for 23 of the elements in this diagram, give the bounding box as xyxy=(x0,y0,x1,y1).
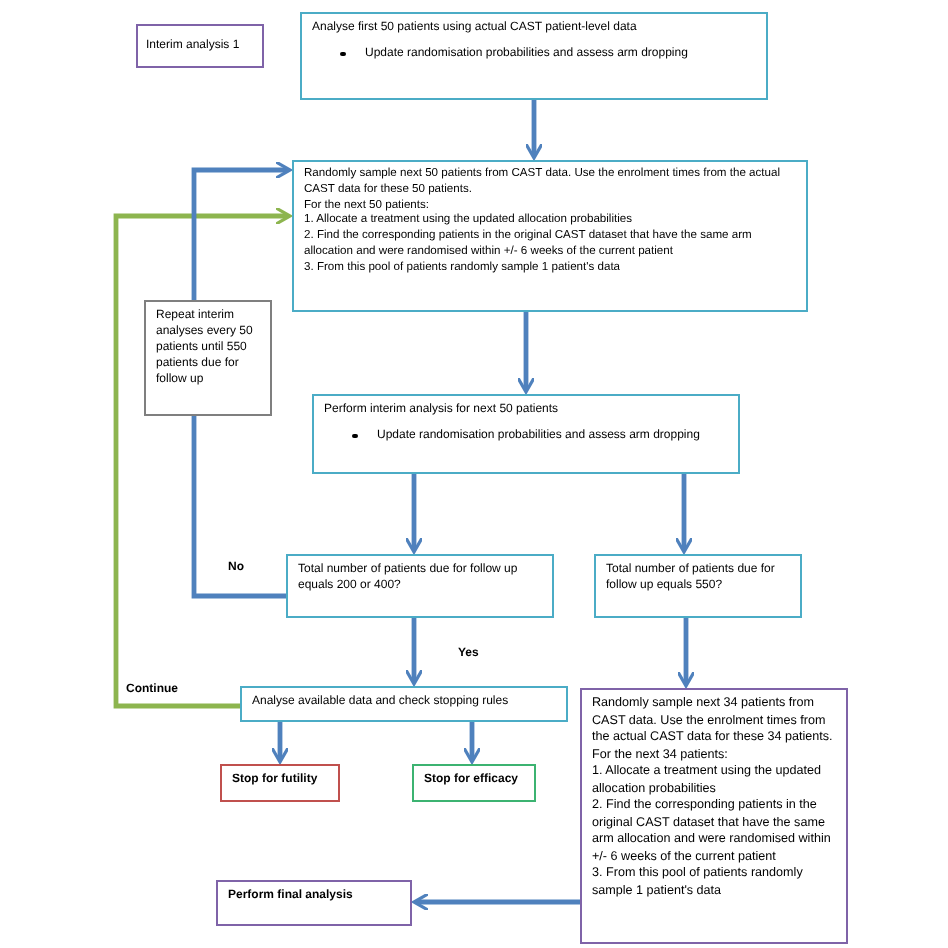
note-box xyxy=(144,300,272,416)
decision-box xyxy=(594,554,802,618)
arrow xyxy=(462,722,482,764)
process-box xyxy=(240,686,568,722)
process-box xyxy=(312,394,740,474)
process-box xyxy=(580,688,848,944)
arrow xyxy=(404,618,424,686)
label-box xyxy=(136,24,264,68)
arrow xyxy=(113,206,292,709)
arrow xyxy=(676,618,696,688)
arrow xyxy=(270,722,290,764)
arrow xyxy=(191,160,292,300)
arrow xyxy=(524,100,544,160)
outcome-box xyxy=(216,880,412,926)
arrow xyxy=(404,474,424,554)
outcome-box xyxy=(220,764,340,802)
decision-box xyxy=(286,554,554,618)
arrow xyxy=(516,312,536,394)
process-box xyxy=(300,12,768,100)
arrow xyxy=(412,892,580,912)
process-box xyxy=(292,160,808,312)
arrow xyxy=(674,474,694,554)
outcome-box xyxy=(412,764,536,802)
